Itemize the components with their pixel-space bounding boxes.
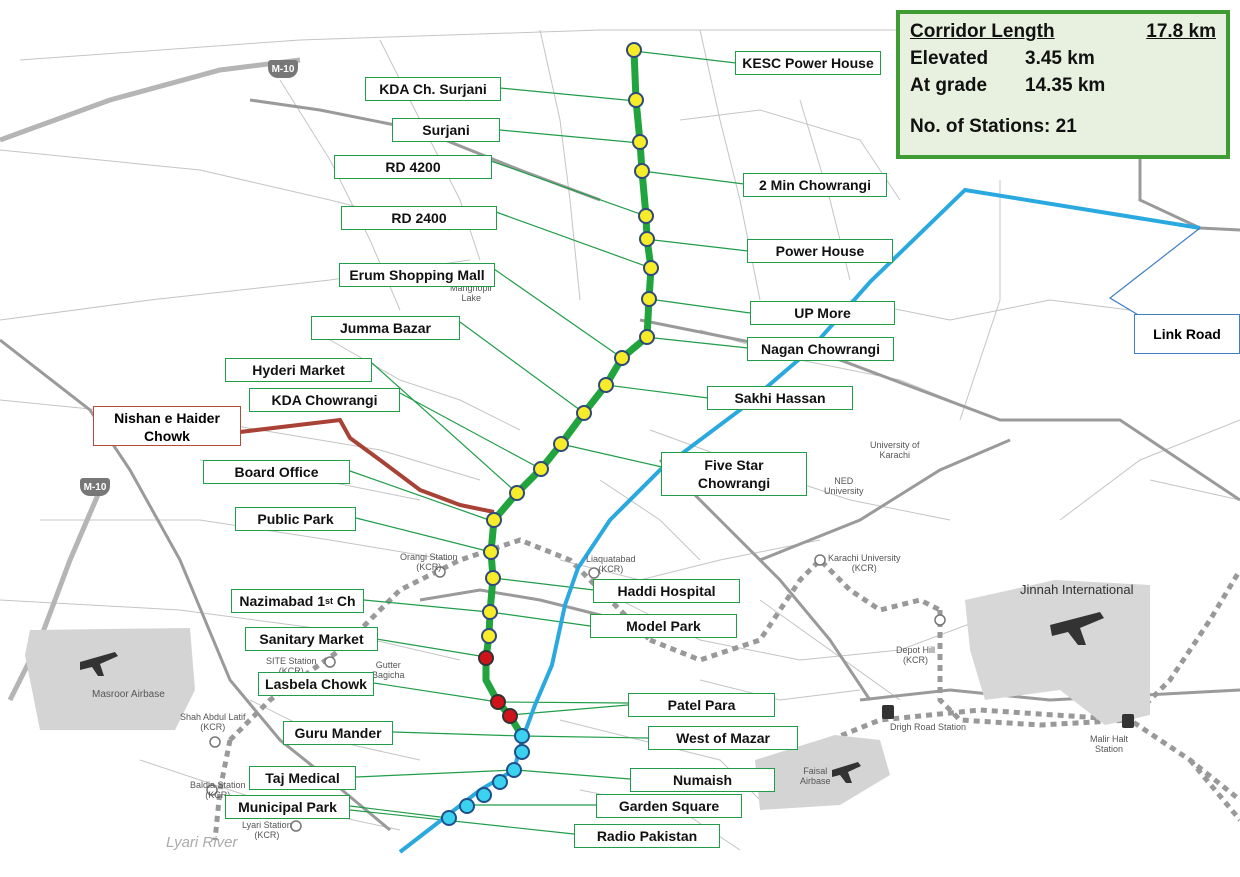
station-label: Municipal Park — [225, 795, 350, 819]
nishan-route — [239, 417, 495, 514]
place-label: Orangi Station(KCR) — [400, 552, 458, 572]
place-label: Liaquatabad(KCR) — [586, 554, 636, 574]
station-label: Jumma Bazar — [311, 316, 460, 340]
place-label: Baldia Station(KCR) — [190, 780, 246, 800]
station-label: Surjani — [392, 118, 500, 142]
station-label: Power House — [747, 239, 893, 263]
station-label: West of Mazar — [648, 726, 798, 750]
station-label: KESC Power House — [735, 51, 881, 75]
station-label: Haddi Hospital — [593, 579, 740, 603]
station-label: Taj Medical — [249, 766, 356, 790]
place-label: Karachi University(KCR) — [828, 553, 901, 573]
station-label: Guru Mander — [283, 721, 393, 745]
river-label: Lyari River — [166, 834, 238, 851]
place-label: Jinnah International — [1020, 582, 1134, 597]
station-label: Lasbela Chowk — [258, 672, 374, 696]
station-label: Sanitary Market — [245, 627, 378, 651]
station-label: KDA Chowrangi — [249, 388, 400, 412]
station-label: Erum Shopping Mall — [339, 263, 495, 287]
m10-badge: M-10 — [80, 478, 110, 496]
station-label: KDA Ch. Surjani — [365, 77, 501, 101]
station-label: Nagan Chowrangi — [747, 337, 894, 361]
station-label: Hyderi Market — [225, 358, 372, 382]
train-icon — [882, 705, 894, 719]
place-label: Masroor Airbase — [92, 689, 165, 700]
place-label: SITE Station(KCR) — [266, 656, 317, 676]
place-label: Shah Abdul Latif(KCR) — [180, 712, 246, 732]
station-label: Numaish — [630, 768, 775, 792]
station-label: RD 4200 — [334, 155, 492, 179]
m10-badge: M-10 — [268, 60, 298, 78]
station-label: Radio Pakistan — [574, 824, 720, 848]
station-label: Public Park — [235, 507, 356, 531]
station-label: 2 Min Chowrangi — [743, 173, 887, 197]
place-label: Drigh Road Station — [890, 722, 967, 732]
station-label: Model Park — [590, 614, 737, 638]
train-icon — [1122, 714, 1134, 728]
station-label: Board Office — [203, 460, 350, 484]
station-label: Garden Square — [596, 794, 742, 818]
station-label: UP More — [750, 301, 895, 325]
station-label: Patel Para — [628, 693, 775, 717]
station-count: No. of Stations: 21 — [910, 115, 1077, 137]
place-label: Depot Hill(KCR) — [896, 645, 936, 665]
station-label: Sakhi Hassan — [707, 386, 853, 410]
link-road-callout: Link Road — [1134, 314, 1240, 354]
airplane-icon — [80, 612, 1104, 783]
station-label: RD 2400 — [341, 206, 497, 230]
place-label: Lyari Station(KCR) — [242, 820, 292, 840]
